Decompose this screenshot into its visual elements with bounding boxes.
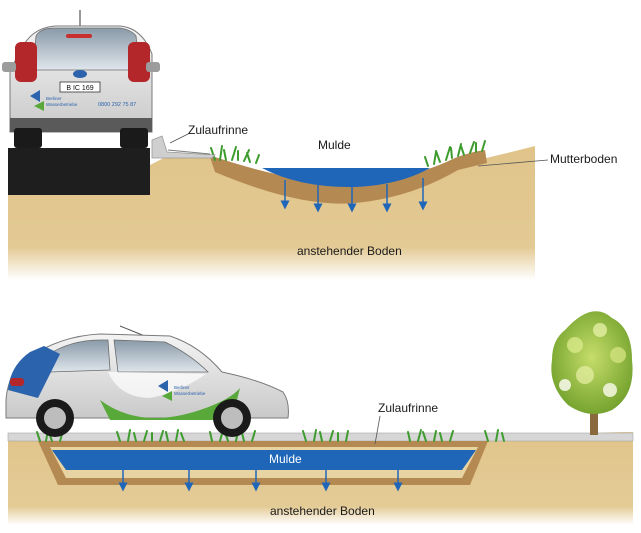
leader-inlet-top (170, 133, 190, 143)
car-rear-view: B IC 169 Berliner Wasserbetriebe 0800 29… (2, 10, 160, 148)
swale-water-bottom (52, 450, 476, 470)
label-swale-top: Mulde (318, 138, 351, 152)
label-native-soil-bottom: anstehender Boden (270, 504, 375, 518)
inlet-channel-top (152, 136, 215, 158)
car-rear-logo-line2: Wasserbetriebe (46, 102, 78, 107)
label-native-soil-top: anstehender Boden (297, 244, 402, 258)
car-side-logo-line2: Wasserbetriebe (174, 391, 206, 396)
top-cross-section: B IC 169 Berliner Wasserbetriebe 0800 29… (2, 10, 548, 280)
road-asphalt (8, 148, 150, 195)
car-side-logo-line1: Berliner (174, 385, 190, 390)
label-inlet-bottom: Zulaufrinne (378, 401, 438, 415)
car-license-plate: B IC 169 (66, 85, 93, 92)
bottom-cross-section: Berliner Wasserbetriebe (6, 311, 633, 525)
car-side-view: Berliner Wasserbetriebe (6, 326, 288, 437)
label-topsoil: Mutterboden (550, 152, 617, 166)
car-rear-logo-line1: Berliner (46, 96, 62, 101)
car-rear-phone: 0800 292 75 87 (98, 102, 136, 108)
label-swale-bottom: Mulde (269, 452, 302, 466)
tree (551, 311, 632, 435)
label-inlet-top: Zulaufrinne (188, 123, 248, 137)
